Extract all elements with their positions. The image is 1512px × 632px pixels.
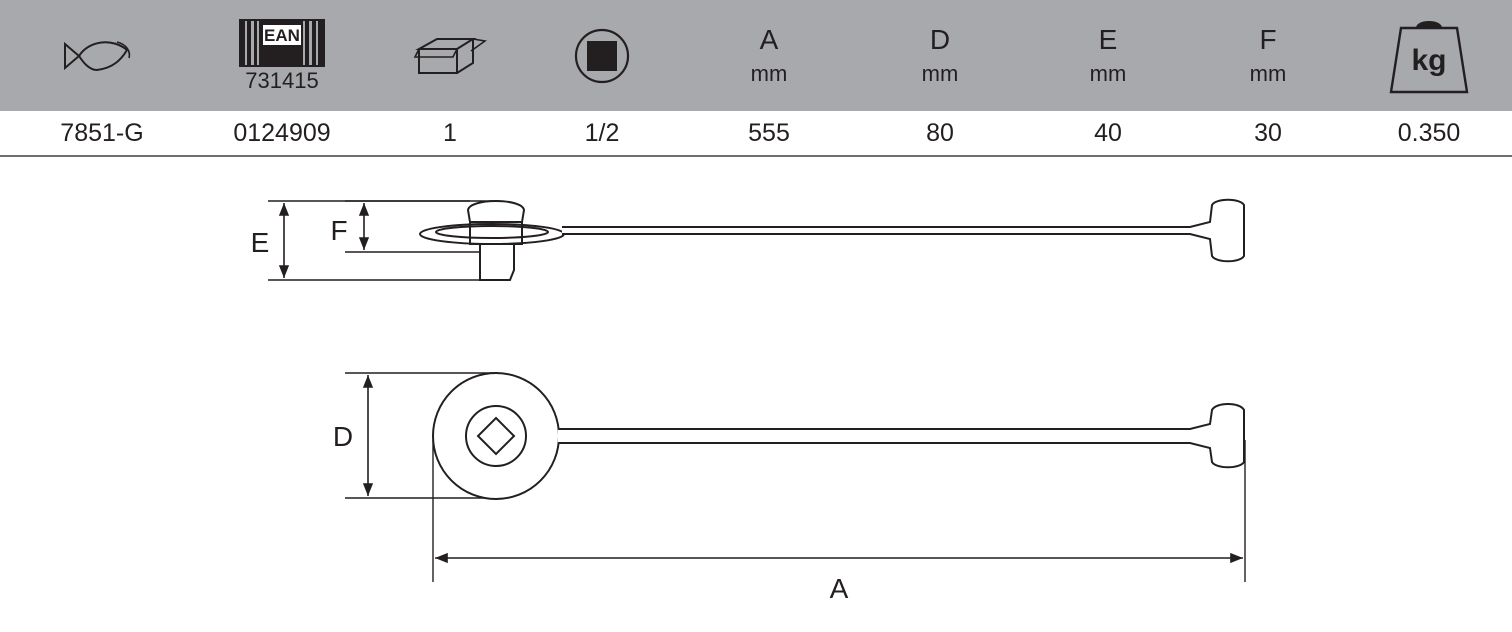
column-d-header: D mm	[922, 0, 959, 111]
quantity-column-header	[413, 0, 487, 111]
ean-barcode-icon: EAN	[239, 18, 325, 67]
weight-value: 0.350	[1397, 119, 1461, 147]
d-value: 80	[926, 119, 954, 147]
column-letter: E	[1098, 23, 1118, 55]
column-unit: mm	[750, 60, 788, 86]
weight-icon: kg	[1389, 20, 1469, 93]
side-view	[268, 198, 1245, 281]
column-e-header: E mm	[1090, 0, 1127, 111]
ean-code-label: 731415	[245, 67, 319, 93]
column-unit: mm	[1089, 60, 1127, 86]
dimension-e-label: E	[251, 227, 270, 258]
column-unit: mm	[921, 60, 959, 86]
drive-column-header	[574, 0, 630, 111]
ean-label: EAN	[264, 26, 300, 45]
column-letter: D	[929, 23, 951, 55]
ean-column-header: EAN 731415	[239, 0, 325, 111]
column-f-header: F mm	[1250, 0, 1287, 111]
reference-column-header	[55, 0, 135, 111]
drive-value: 1/2	[584, 119, 620, 147]
f-value: 30	[1254, 119, 1282, 147]
box-icon	[413, 37, 487, 74]
square-drive-icon	[574, 28, 630, 83]
column-a-header: A mm	[751, 0, 788, 111]
reference-value: 7851-G	[60, 119, 144, 147]
table-header: EAN 731415 A mm D mm E mm F mm	[0, 0, 1512, 111]
column-unit: mm	[1249, 60, 1287, 86]
weight-label: kg	[1411, 44, 1446, 77]
table-row: 7851-G 0124909 1 1/2 555 80 40 30 0.350	[0, 111, 1512, 157]
a-value: 555	[748, 119, 790, 147]
weight-column-header: kg	[1387, 0, 1471, 111]
fish-icon	[64, 40, 131, 71]
dimension-a-label: A	[830, 573, 849, 604]
column-letter: A	[759, 23, 779, 55]
quantity-value: 1	[443, 119, 457, 147]
column-letter: F	[1259, 23, 1277, 55]
ean-value: 0124909	[233, 119, 331, 147]
top-view	[345, 372, 1246, 582]
dimension-f-label: F	[330, 215, 347, 246]
e-value: 40	[1094, 119, 1122, 147]
dimension-d-label: D	[333, 421, 353, 452]
